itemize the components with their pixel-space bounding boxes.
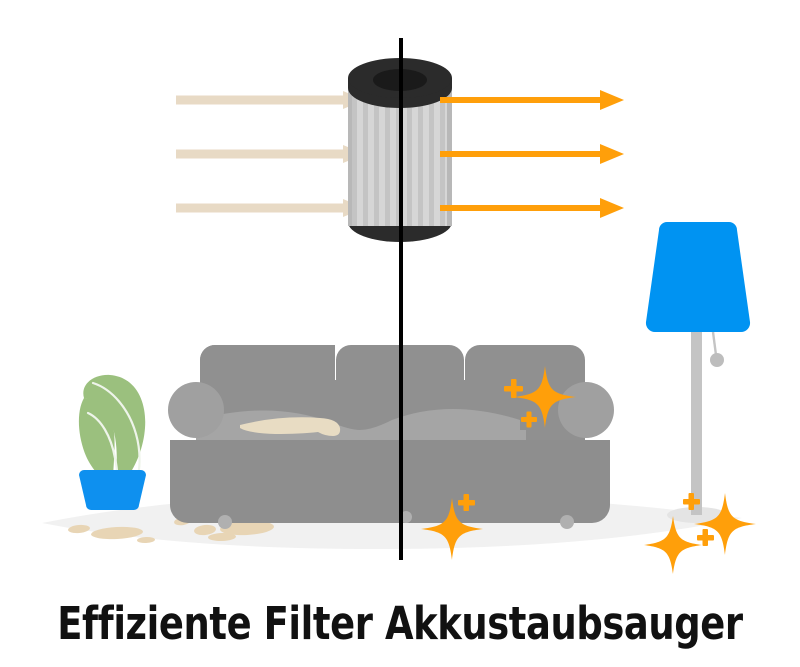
potted-plant <box>78 374 146 510</box>
sparkle-plus <box>504 379 523 398</box>
sofa-base <box>170 440 610 523</box>
clean-air-outflow-arrows <box>440 90 624 218</box>
dirty-air-inflow-arrows <box>176 91 365 217</box>
clean-sparkles-group <box>421 366 756 574</box>
dirt-patches-group <box>68 516 274 544</box>
floor-lamp <box>645 222 751 523</box>
sofa <box>168 345 614 529</box>
sparkle-star <box>421 498 483 560</box>
dirty-arrow <box>176 199 365 217</box>
sofa-arms <box>168 382 614 438</box>
sparkle-plus <box>697 529 714 546</box>
sparkle-star <box>514 366 576 428</box>
sparkle-star <box>694 493 756 555</box>
dirty-arrow <box>176 91 365 109</box>
lamp-shade <box>645 222 751 333</box>
sparkle-plus <box>458 494 475 511</box>
dirty-arrow <box>176 145 365 163</box>
sofa-feet <box>218 511 574 529</box>
clean-arrow <box>440 90 624 110</box>
lamp-pole <box>691 330 702 515</box>
vacuum-filter-diagram <box>42 38 756 574</box>
page-title: Effiziente Filter Akkustaubsauger <box>57 597 743 650</box>
sparkle-plus <box>683 493 700 510</box>
sparkle-plus <box>521 411 537 428</box>
clean-arrow <box>440 144 624 164</box>
lamp-pull-chain <box>710 331 724 367</box>
vertical-divider <box>399 38 403 560</box>
plant-pot <box>79 470 146 510</box>
caption-bar: Effiziente Filter Akkustaubsauger <box>0 580 800 667</box>
clean-arrow <box>440 198 624 218</box>
sparkle-star <box>644 516 702 574</box>
dirt-stain-on-seat <box>240 417 341 436</box>
